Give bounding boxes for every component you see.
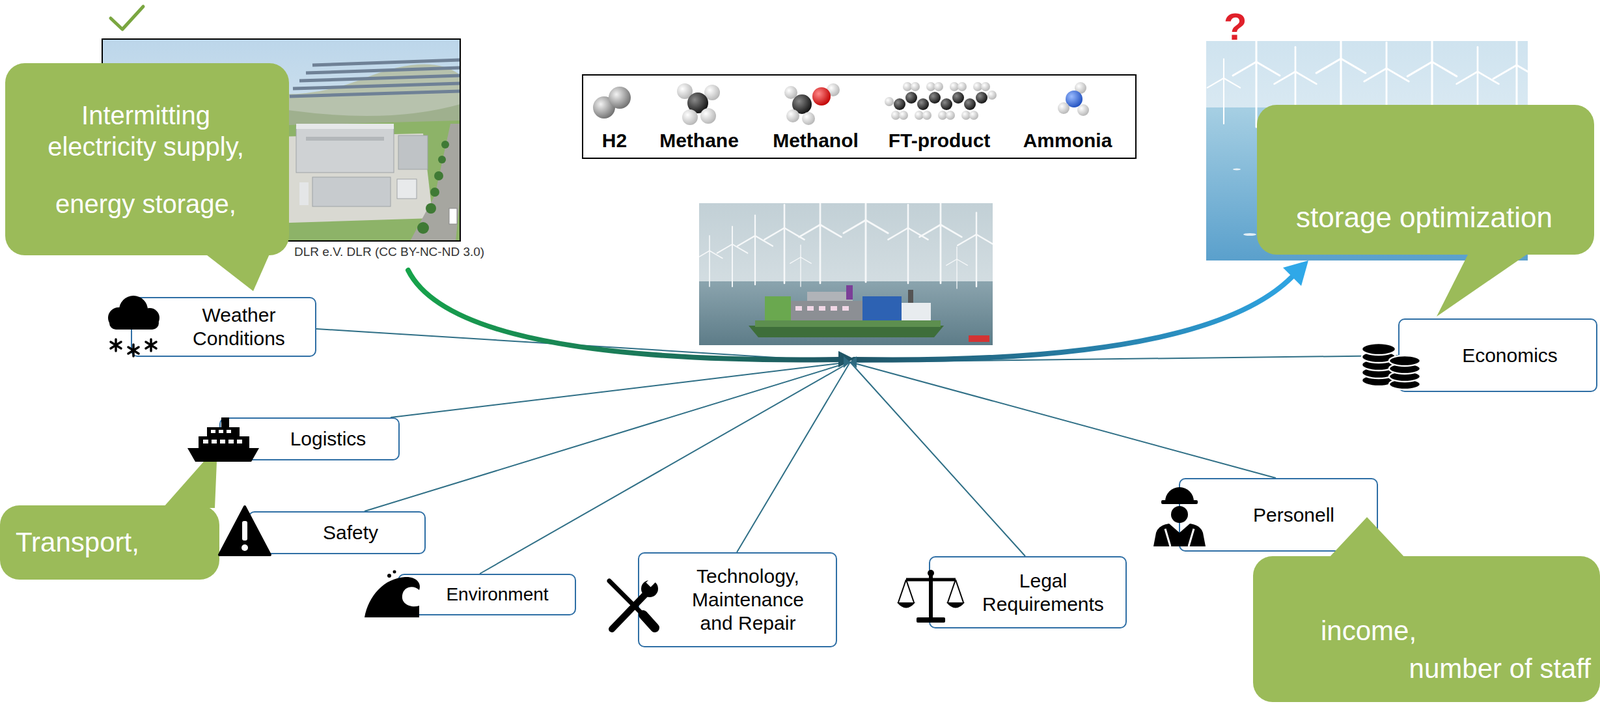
- product-box: H2MethaneMethanolFT-productAmmonia: [581, 74, 1137, 159]
- factor-label: Weather Conditions: [170, 303, 308, 351]
- callout-text: storage optimization: [1296, 200, 1553, 235]
- product-label: FT-product: [878, 128, 1000, 153]
- question-mark: ?: [1223, 5, 1247, 49]
- product-label: H2: [583, 128, 646, 153]
- factor-box: Logistics: [219, 417, 400, 461]
- callout-tail: [1327, 516, 1407, 559]
- callout-body: [1256, 104, 1595, 255]
- worker-icon: [1153, 486, 1206, 547]
- output-arrow: [854, 260, 1309, 360]
- callout-text: Intermitting electricity supply,: [35, 99, 257, 163]
- image-credit-holder: DLR e.V. DLR (CC BY-NC-ND 3.0): [294, 244, 485, 260]
- molecule-methane: [676, 83, 720, 125]
- platform-image: [699, 203, 993, 345]
- input-arrow: [408, 270, 855, 368]
- note-callout: storage optimization: [1256, 104, 1595, 255]
- callout-body: [0, 505, 220, 580]
- note-callout: Transport,: [0, 505, 220, 580]
- callout-text: number of staff: [1409, 652, 1591, 685]
- callout-body: [5, 63, 290, 256]
- factor-label: Logistics: [290, 427, 367, 451]
- callout-text: Transport,: [15, 525, 140, 559]
- callout-tail: [1436, 251, 1531, 317]
- factor-label: Technology, Maintenance and Repair: [678, 564, 819, 635]
- factor-lines: [316, 328, 1399, 574]
- note-callout: income, number of staff: [1253, 555, 1600, 702]
- callout-text: income,: [1320, 614, 1417, 648]
- factor-label: Legal Requirements: [973, 568, 1114, 616]
- warning-icon: [219, 506, 271, 555]
- factor-box: Weather Conditions: [130, 296, 317, 357]
- product-label: Methanol: [752, 128, 879, 153]
- factor-box: Legal Requirements: [928, 555, 1127, 629]
- factor-label: Economics: [1462, 343, 1558, 368]
- callout-text: energy storage,: [55, 188, 237, 220]
- product-label: Methane: [645, 128, 753, 153]
- molecule-ft-product: [884, 82, 997, 120]
- wave-icon: [364, 570, 420, 618]
- factor-box: Safety: [248, 510, 426, 554]
- factor-label: Environment: [445, 583, 549, 606]
- weather-icon: [108, 295, 160, 357]
- hub-symbol: [843, 356, 857, 368]
- callout-tail: [203, 252, 271, 291]
- factor-box: Economics: [1398, 318, 1598, 392]
- note-callout: Intermitting electricity supply, energy s…: [5, 63, 290, 256]
- molecule-ammonia: [1057, 82, 1090, 116]
- coins-icon: [1361, 343, 1421, 390]
- question-mark-holder: ?: [1223, 5, 1247, 49]
- ship-icon: [187, 417, 260, 462]
- factor-box: Technology, Maintenance and Repair: [637, 551, 838, 648]
- factor-box: Environment: [397, 573, 577, 616]
- check-mark: [110, 6, 144, 30]
- factor-label: Personell: [1253, 503, 1335, 527]
- callout-body: [1253, 555, 1600, 702]
- tools-icon: [609, 576, 659, 629]
- molecule-h2: [593, 86, 631, 119]
- molecule-methanol: [784, 83, 840, 125]
- callout-tail: [162, 445, 218, 508]
- scales-icon: [896, 569, 965, 623]
- product-label: Ammonia: [999, 128, 1136, 153]
- factor-label: Safety: [322, 520, 379, 545]
- image-credit: DLR e.V. DLR (CC BY-NC-ND 3.0): [294, 244, 485, 260]
